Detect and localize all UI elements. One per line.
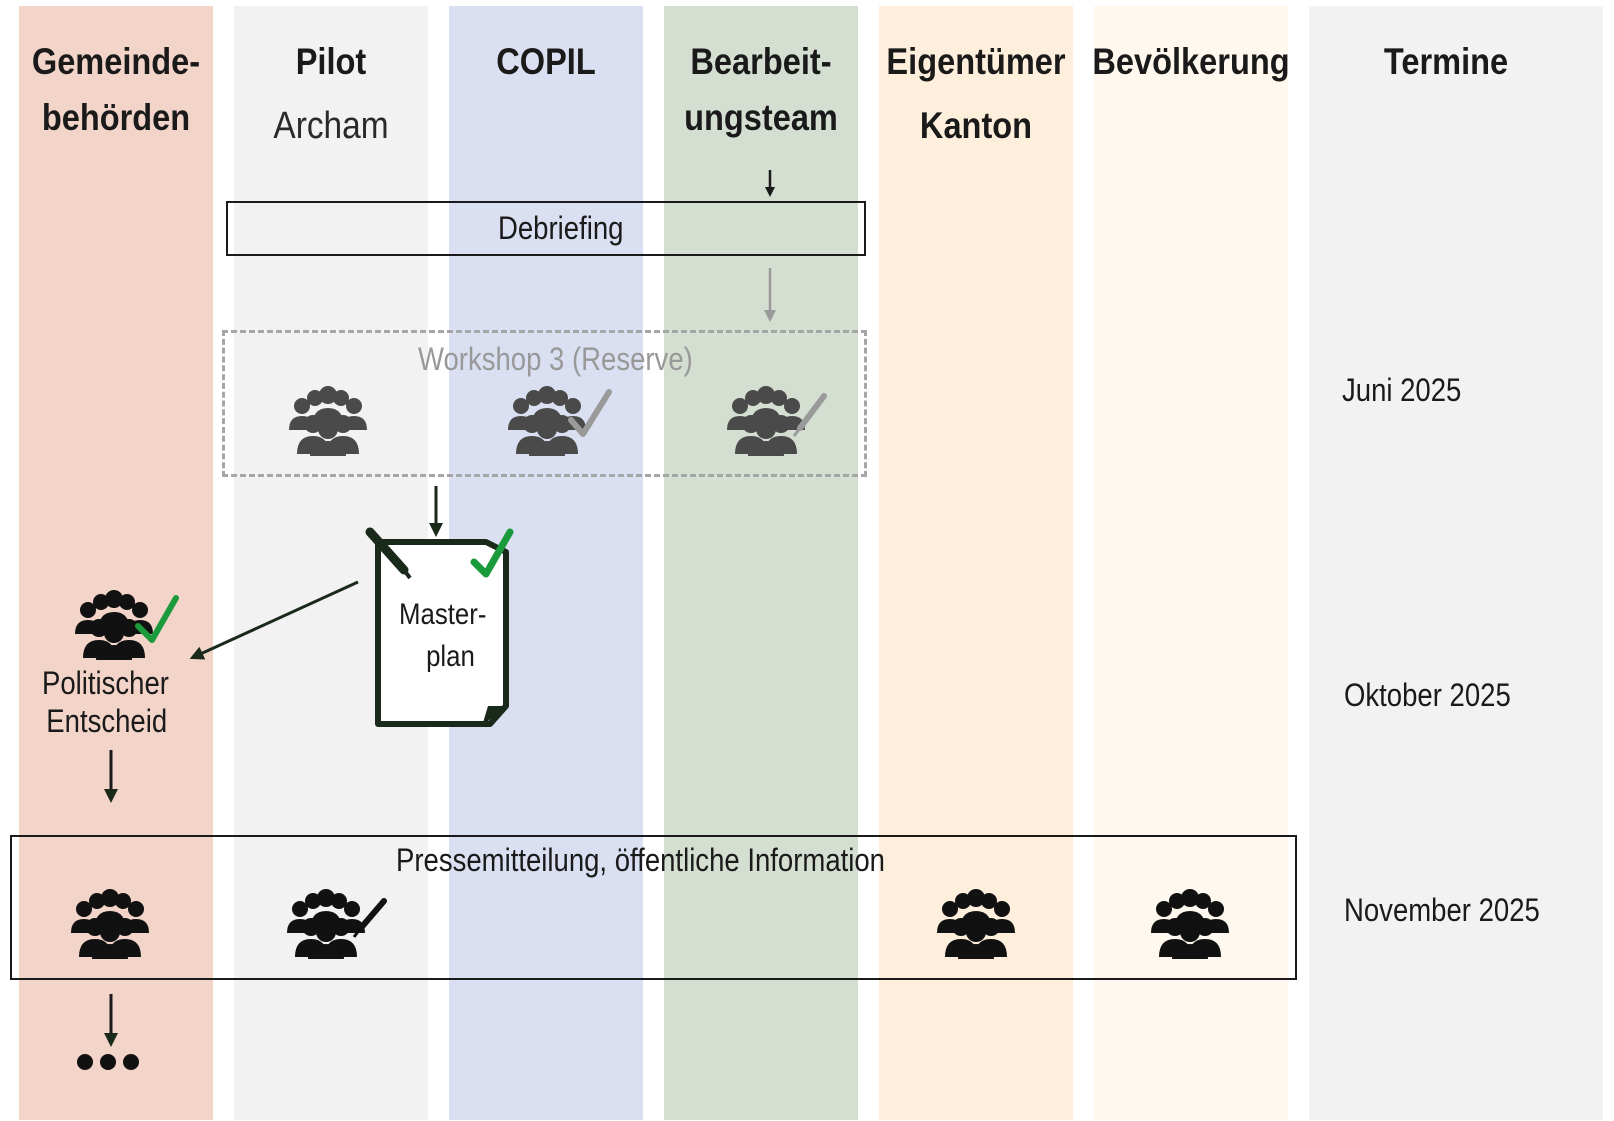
group-check-icon bbox=[508, 386, 612, 456]
document-icon bbox=[365, 527, 514, 727]
lane-title-line2: behörden bbox=[41, 97, 191, 138]
masterplan-line1: Master- bbox=[399, 598, 487, 631]
lane-title-line1: COPIL bbox=[496, 41, 596, 82]
lane-title-line1: Eigentümer bbox=[886, 41, 1066, 82]
masterplan-line2: plan bbox=[426, 640, 475, 673]
press-box bbox=[10, 835, 1297, 980]
lane-title-line1: Pilot bbox=[295, 41, 367, 82]
ellipsis-icon bbox=[77, 1054, 139, 1070]
lane-header-eigentuemer: Eigentümer Kanton bbox=[874, 34, 1078, 154]
date-june: Juni 2025 bbox=[1342, 372, 1462, 408]
lane-header-bearbeitungsteam: Bearbeit- ungsteam bbox=[659, 34, 863, 146]
lane-title-line1: Bevölkerung bbox=[1092, 41, 1290, 82]
masterplan-label: Master- plan bbox=[399, 594, 486, 678]
date-november: November 2025 bbox=[1344, 892, 1540, 928]
lane-subtitle: Archam bbox=[273, 105, 389, 147]
political-line2: Entscheid bbox=[46, 703, 168, 739]
lane-header-bevoelkerung: Bevölkerung bbox=[1089, 34, 1293, 90]
lane-header-pilot: Pilot Archam bbox=[229, 34, 433, 154]
workshop-box bbox=[222, 330, 867, 477]
group-pen-icon bbox=[287, 889, 387, 959]
workshop-label: Workshop 3 (Reserve) bbox=[418, 341, 693, 377]
lane-header-gemeindebehoerden: Gemeinde- behörden bbox=[14, 34, 218, 146]
lane-header-copil: COPIL bbox=[444, 34, 648, 90]
political-line1: Politischer bbox=[42, 665, 169, 701]
lane-title-line1: Gemeinde- bbox=[31, 41, 201, 82]
date-october: Oktober 2025 bbox=[1344, 677, 1511, 713]
group-check-icon bbox=[75, 590, 179, 660]
political-decision-label: Politischer Entscheid bbox=[42, 664, 169, 740]
lane-header-termine: Termine bbox=[1344, 34, 1548, 90]
lane-termine bbox=[1309, 6, 1603, 1120]
lane-title-line2: ungsteam bbox=[684, 97, 838, 138]
lane-title-line1: Termine bbox=[1383, 41, 1509, 82]
group-pen-icon bbox=[727, 386, 827, 456]
lane-title-line2: Kanton bbox=[919, 105, 1033, 146]
debriefing-label: Debriefing bbox=[498, 210, 624, 246]
press-label: Pressemitteilung, öffentliche Informatio… bbox=[396, 842, 885, 878]
lane-bearbeitungsteam bbox=[664, 6, 858, 1120]
lane-title-line1: Bearbeit- bbox=[690, 41, 832, 82]
debriefing-box bbox=[226, 201, 866, 256]
arrow-left-icon bbox=[189, 580, 359, 660]
